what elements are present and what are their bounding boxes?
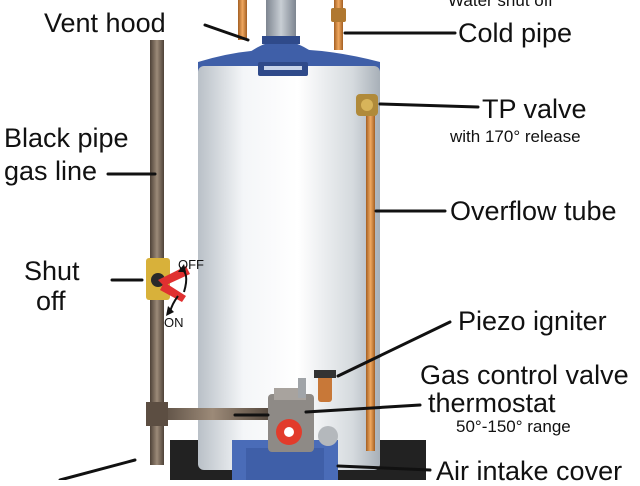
hot-pipe — [238, 0, 247, 40]
label-piezo-igniter: Piezo igniter — [458, 308, 607, 335]
label-vent-hood: Vent hood — [44, 10, 166, 37]
label-thermostat-range: 50°-150° range — [456, 418, 571, 435]
label-water-shutoff: Water shut off — [448, 0, 553, 9]
label-off: off — [36, 288, 66, 315]
label-gas-line: gas line — [4, 158, 97, 185]
cold-pipe — [334, 0, 343, 50]
label-overflow-tube: Overflow tube — [450, 198, 617, 225]
label-tp-valve: TP valve — [482, 96, 587, 123]
gas-pipe — [150, 40, 164, 465]
label-black-pipe: Black pipe — [4, 125, 129, 152]
label-shut: Shut — [24, 258, 80, 285]
label-tp-valve-note: with 170° release — [450, 128, 581, 145]
label-valve-off: OFF — [178, 258, 204, 271]
vent-pipe — [266, 0, 296, 42]
label-air-intake-cover: Air intake cover — [436, 458, 622, 485]
label-valve-on: ON — [164, 316, 184, 329]
label-gas-control-valve: Gas control valve — [420, 362, 629, 389]
overflow-tube — [366, 106, 375, 451]
label-cold-pipe: Cold pipe — [458, 20, 572, 47]
label-thermostat: thermostat — [428, 390, 556, 417]
